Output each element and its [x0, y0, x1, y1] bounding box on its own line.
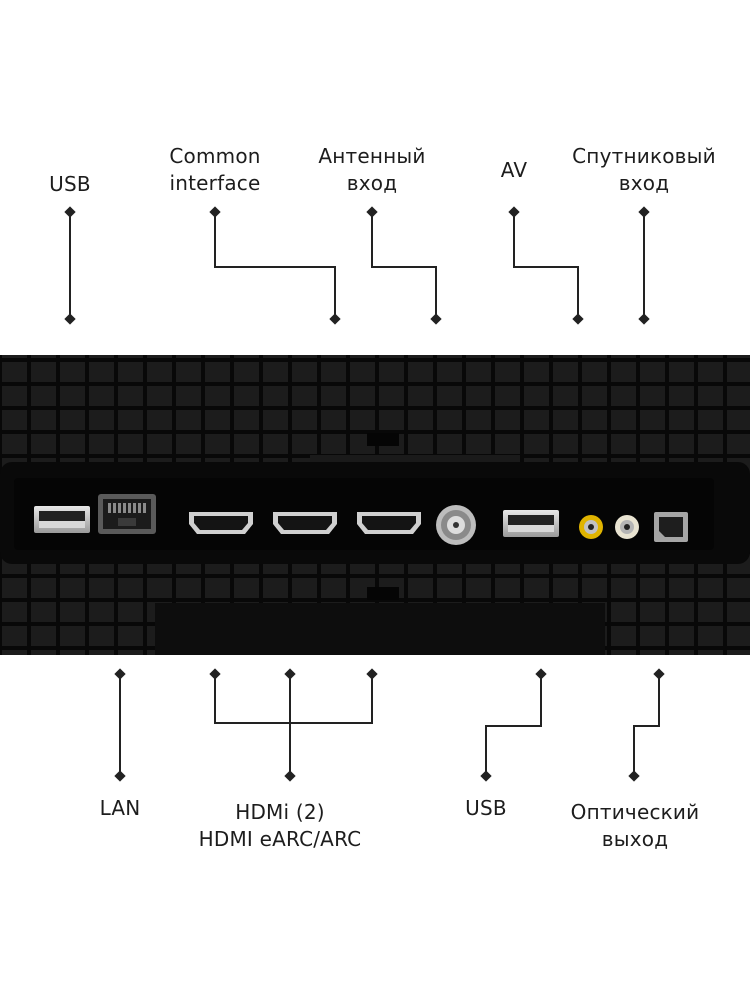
callout-lines-bottom: [119, 674, 660, 776]
callout-line-usb-bottom: [485, 674, 542, 776]
label-common-interface: Common interface: [169, 144, 261, 195]
label-lan: LAN: [99, 796, 141, 820]
callout-lines-top: [69, 212, 645, 319]
panel-clip-top: [367, 433, 399, 446]
callout-dot: [284, 770, 296, 782]
ports: [34, 494, 688, 545]
hdmi-port: [189, 512, 253, 534]
label-hdmi: HDMi (2) HDMI eARC/ARC: [198, 800, 362, 851]
callout-dot: [638, 313, 650, 325]
callout-dot: [284, 668, 296, 680]
callout-line-hdmi: [214, 674, 373, 724]
callout-dot: [508, 206, 520, 218]
label-antenna-input: Антенный вход: [318, 144, 426, 195]
panel-clip-bottom: [367, 587, 399, 600]
panel-lower-recess: [155, 603, 605, 655]
label-optical-output: Оптический выход: [570, 800, 700, 851]
callout-dot: [64, 206, 76, 218]
callout-dot: [572, 313, 584, 325]
callout-dot: [114, 668, 126, 680]
callout-dot: [64, 313, 76, 325]
usb-port: [34, 506, 90, 533]
antenna-port: [436, 505, 476, 545]
callout-dot: [628, 770, 640, 782]
lan-port: [98, 494, 156, 534]
callout-dot: [430, 313, 442, 325]
callout-line-common-interface: [214, 212, 336, 319]
usb-port: [503, 510, 559, 537]
label-usb-bottom: USB: [465, 796, 507, 820]
callout-dot: [638, 206, 650, 218]
label-av: AV: [500, 158, 528, 182]
callout-dot: [114, 770, 126, 782]
callout-dot: [209, 668, 221, 680]
callout-dot: [535, 668, 547, 680]
label-satellite-input: Спутниковый вход: [572, 144, 716, 195]
callout-dot: [366, 668, 378, 680]
callout-dot: [653, 668, 665, 680]
hdmi-port: [273, 512, 337, 534]
label-usb-top: USB: [49, 172, 91, 196]
callout-line-av: [513, 212, 579, 319]
callout-dot: [329, 313, 341, 325]
hdmi-port: [357, 512, 421, 534]
callout-line-optical: [633, 674, 660, 776]
callout-dot: [209, 206, 221, 218]
callout-line-antenna: [371, 212, 437, 319]
callout-dot: [366, 206, 378, 218]
av-white-port: [615, 515, 639, 539]
optical-port: [654, 512, 688, 542]
callout-dot: [480, 770, 492, 782]
av-yellow-port: [579, 515, 603, 539]
